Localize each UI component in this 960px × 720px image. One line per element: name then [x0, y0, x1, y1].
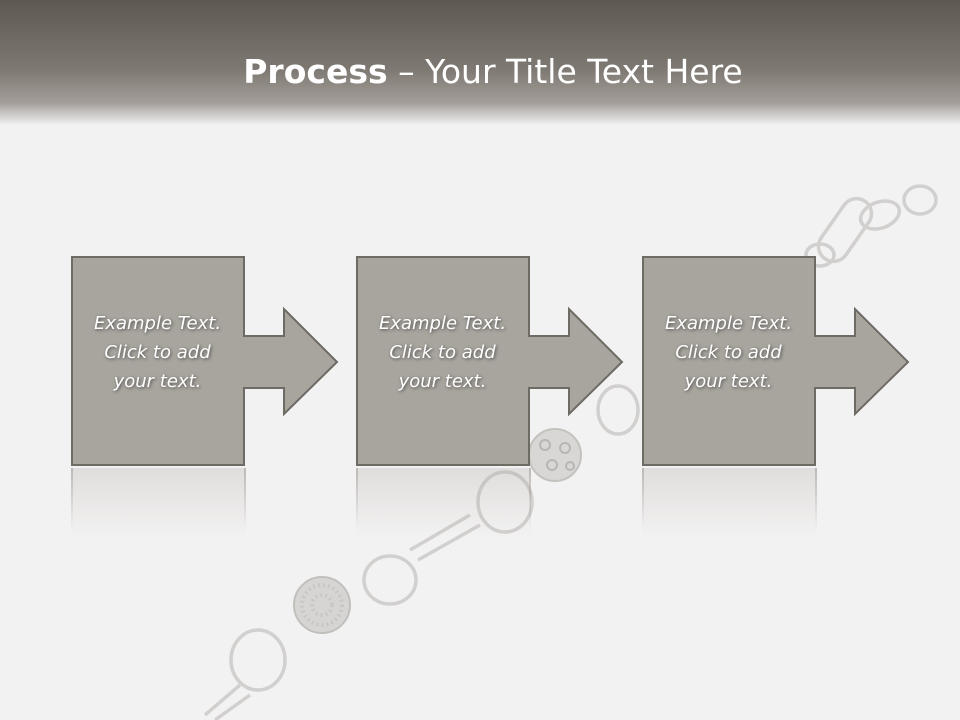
- bead-ornament-1: [528, 428, 582, 482]
- step-1-arrow-shape: [71, 256, 339, 466]
- step-2-line-1: Example Text.: [378, 313, 507, 334]
- slide-title[interactable]: Process – Your Title Text Here: [0, 52, 960, 91]
- process-step-3[interactable]: Example Text. Click to add your text.: [642, 256, 910, 466]
- process-step-2[interactable]: Example Text. Click to add your text.: [356, 256, 624, 466]
- step-3-reflection: [642, 468, 817, 538]
- title-rest: – Your Title Text Here: [387, 52, 743, 91]
- step-2-arrow-shape: [356, 256, 624, 466]
- step-3-line-2: Click to add: [675, 342, 782, 363]
- step-2-text[interactable]: Example Text. Click to add your text.: [356, 309, 529, 396]
- step-1-line-2: Click to add: [104, 342, 211, 363]
- process-step-1[interactable]: Example Text. Click to add your text.: [71, 256, 339, 466]
- step-2-reflection: [356, 468, 531, 538]
- step-3-line-3: your text.: [684, 371, 773, 392]
- step-1-line-1: Example Text.: [93, 313, 222, 334]
- step-1-line-3: your text.: [113, 371, 202, 392]
- step-1-text[interactable]: Example Text. Click to add your text.: [71, 309, 244, 396]
- step-2-line-3: your text.: [398, 371, 487, 392]
- title-bar: [0, 0, 960, 125]
- title-bold: Process: [243, 52, 388, 91]
- bead-ornament-2: [293, 576, 351, 634]
- step-3-arrow-shape: [642, 256, 910, 466]
- step-3-text[interactable]: Example Text. Click to add your text.: [642, 309, 815, 396]
- step-2-line-2: Click to add: [389, 342, 496, 363]
- step-3-line-1: Example Text.: [664, 313, 793, 334]
- step-1-reflection: [71, 468, 246, 538]
